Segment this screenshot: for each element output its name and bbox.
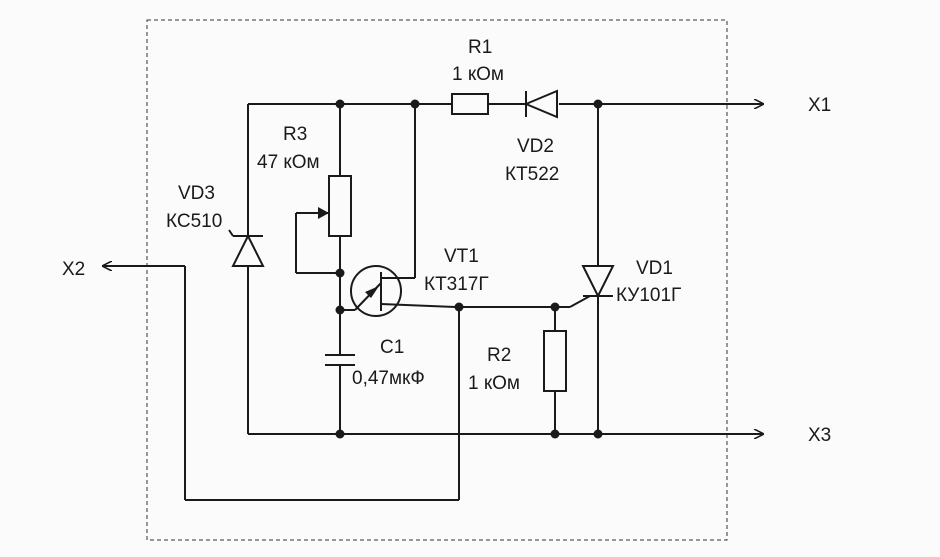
- capacitor-c1: [325, 310, 355, 434]
- junction-dots: [335, 99, 603, 439]
- label-r2-value: 1 кОм: [468, 373, 520, 394]
- label-vd3-name: VD3: [178, 183, 215, 204]
- x2-wire: [102, 266, 460, 501]
- label-c1-value: 0,47мкФ: [352, 368, 425, 389]
- label-r1-name: R1: [468, 37, 492, 58]
- resistor-r2: [543, 307, 567, 434]
- potentiometer-r3: [295, 104, 352, 310]
- label-r3-name: R3: [283, 124, 307, 145]
- label-vd1-name: VD1: [636, 258, 673, 279]
- label-vd2-part: КТ522: [505, 164, 559, 185]
- label-r2-name: R2: [487, 345, 511, 366]
- zener-vd3: [228, 104, 265, 434]
- thyristor-vd1: [555, 104, 615, 434]
- label-x2: X2: [62, 259, 85, 280]
- label-x1: X1: [808, 95, 831, 116]
- diode-vd2: [522, 89, 558, 119]
- transistor-vt1: [340, 104, 456, 317]
- label-vd3-part: КС510: [166, 211, 222, 232]
- label-r3-value: 47 кОм: [257, 152, 320, 173]
- resistor-r1: [451, 93, 489, 115]
- enclosure-border: [146, 19, 728, 541]
- label-x3: X3: [808, 425, 831, 446]
- label-vt1-name: VT1: [444, 246, 479, 267]
- label-vt1-part: КТ317Г: [424, 274, 489, 295]
- label-c1-name: C1: [380, 337, 404, 358]
- label-r1-value: 1 кОм: [452, 64, 504, 85]
- label-vd1-part: КУ101Г: [616, 285, 681, 306]
- label-vd2-name: VD2: [517, 136, 554, 157]
